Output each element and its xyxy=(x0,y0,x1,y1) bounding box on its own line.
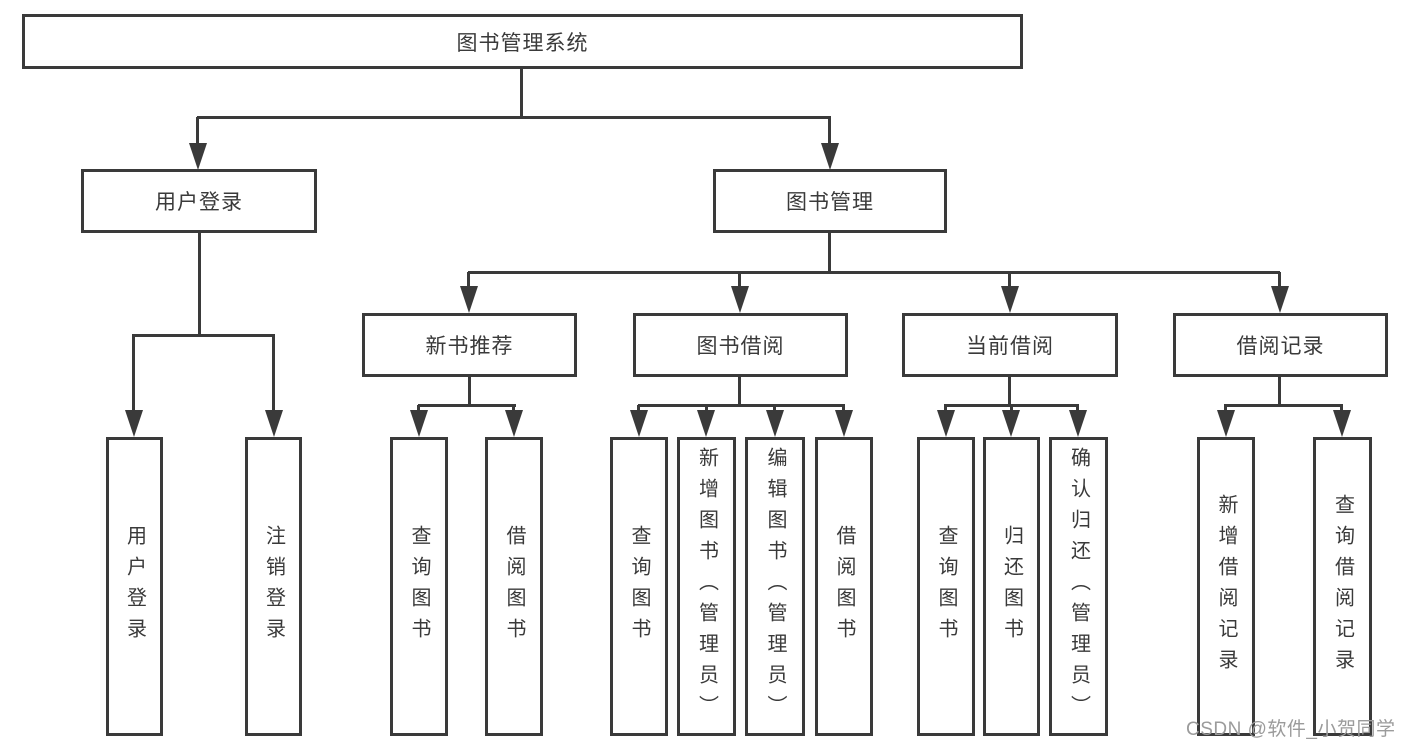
connector-br-stem xyxy=(1278,376,1281,406)
connector-drop-u1 xyxy=(132,335,135,413)
connector-user-stem xyxy=(198,233,201,336)
node-book-borrowing: 图书借阅 xyxy=(633,313,848,377)
arrow-down-icon xyxy=(265,410,283,437)
connector-bb-stem xyxy=(738,376,741,406)
leaf-edit-books-admin: 编辑图书（管理员） xyxy=(745,437,805,736)
connector-br-rail xyxy=(1224,404,1343,407)
leaf-add-borrow-record-label: 新增借阅记录 xyxy=(1215,493,1237,680)
arrow-down-icon xyxy=(1002,410,1020,437)
arrow-down-icon xyxy=(821,143,839,170)
leaf-query-borrow-record: 查询借阅记录 xyxy=(1313,437,1372,736)
leaf-add-books-admin: 新增图书（管理员） xyxy=(677,437,736,736)
leaf-borrow-books-borrowing: 借阅图书 xyxy=(815,437,873,736)
arrow-down-icon xyxy=(1069,410,1087,437)
leaf-return-books-label: 归还图书 xyxy=(1000,524,1023,649)
connector-drop-o3 xyxy=(773,405,776,414)
watermark-csdn: CSDN @软件_小贺同学 xyxy=(1186,719,1396,740)
arrow-down-icon xyxy=(630,410,648,437)
connector-drop-n2 xyxy=(512,405,515,414)
connector-drop-br xyxy=(1278,272,1281,288)
connector-drop-c2 xyxy=(1010,405,1013,414)
connector-mgmt-stem xyxy=(828,233,831,274)
node-current-borrowing: 当前借阅 xyxy=(902,313,1118,377)
arrow-down-icon xyxy=(731,286,749,313)
connector-drop-n1 xyxy=(417,405,420,414)
connector-drop-bb xyxy=(738,272,741,288)
leaf-query-borrow-record-label: 查询借阅记录 xyxy=(1331,493,1354,680)
leaf-edit-books-admin-label: 编辑图书（管理员） xyxy=(764,447,786,726)
connector-drop-o2 xyxy=(705,405,708,414)
leaf-borrow-books-borrowing-label: 借阅图书 xyxy=(833,524,855,649)
arrow-down-icon xyxy=(410,410,428,437)
connector-drop-c3 xyxy=(1076,405,1079,414)
connector-cb-stem xyxy=(1008,376,1011,406)
node-book-management: 图书管理 xyxy=(713,169,947,233)
connector-nb-stem xyxy=(468,376,471,406)
leaf-logout: 注销登录 xyxy=(245,437,302,736)
leaf-borrow-books-recommend-label: 借阅图书 xyxy=(503,524,525,649)
connector-drop-cb xyxy=(1008,272,1011,288)
leaf-query-books-borrowing: 查询图书 xyxy=(610,437,668,736)
connector-drop-nb xyxy=(467,272,470,288)
arrow-down-icon xyxy=(460,286,478,313)
leaf-add-books-admin-label: 新增图书（管理员） xyxy=(695,447,718,726)
leaf-confirm-return-admin: 确认归还（管理员） xyxy=(1049,437,1108,736)
arrow-down-icon xyxy=(1001,286,1019,313)
connector-drop-mgmt xyxy=(828,117,831,147)
node-user-login: 用户登录 xyxy=(81,169,317,233)
connector-user-rail xyxy=(132,334,275,337)
leaf-query-books-current: 查询图书 xyxy=(917,437,975,736)
arrow-down-icon xyxy=(505,410,523,437)
leaf-user-login-label: 用户登录 xyxy=(123,524,146,649)
arrow-down-icon xyxy=(1271,286,1289,313)
connector-drop-u2 xyxy=(272,335,275,413)
arrow-down-icon xyxy=(189,143,207,170)
arrow-down-icon xyxy=(766,410,784,437)
leaf-user-login: 用户登录 xyxy=(106,437,163,736)
connector-level2-rail xyxy=(197,116,831,119)
leaf-logout-label: 注销登录 xyxy=(262,524,285,649)
node-system-root: 图书管理系统 xyxy=(22,14,1023,69)
connector-drop-c1 xyxy=(944,405,947,414)
connector-drop-o4 xyxy=(842,405,845,414)
connector-drop-r2 xyxy=(1340,405,1343,414)
node-borrowing-records: 借阅记录 xyxy=(1173,313,1388,377)
leaf-borrow-books-recommend: 借阅图书 xyxy=(485,437,543,736)
leaf-add-borrow-record: 新增借阅记录 xyxy=(1197,437,1255,736)
connector-nb-rail xyxy=(418,404,516,407)
arrow-down-icon xyxy=(125,410,143,437)
leaf-query-books-recommend-label: 查询图书 xyxy=(408,524,430,649)
leaf-confirm-return-admin-label: 确认归还（管理员） xyxy=(1067,447,1090,726)
connector-level3-rail xyxy=(468,271,1280,274)
leaf-return-books: 归还图书 xyxy=(983,437,1040,736)
connector-drop-o1 xyxy=(637,405,640,414)
connector-bb-rail xyxy=(638,404,845,407)
arrow-down-icon xyxy=(1217,410,1235,437)
arrow-down-icon xyxy=(937,410,955,437)
leaf-query-books-borrowing-label: 查询图书 xyxy=(628,524,650,649)
connector-drop-r1 xyxy=(1224,405,1227,414)
node-new-book-recommend: 新书推荐 xyxy=(362,313,577,377)
leaf-query-books-current-label: 查询图书 xyxy=(935,524,957,649)
arrow-down-icon xyxy=(835,410,853,437)
connector-drop-user xyxy=(196,117,199,147)
connector-root-stem xyxy=(520,67,523,118)
arrow-down-icon xyxy=(1333,410,1351,437)
leaf-query-books-recommend: 查询图书 xyxy=(390,437,448,736)
arrow-down-icon xyxy=(697,410,715,437)
